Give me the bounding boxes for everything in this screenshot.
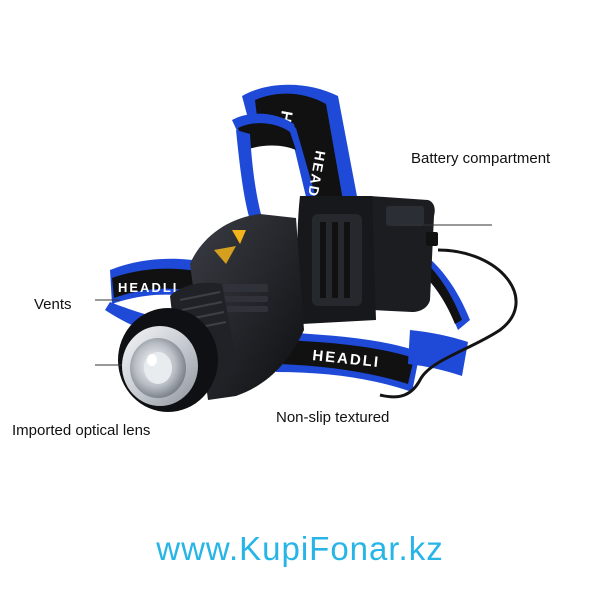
callout-vents: Vents <box>34 296 72 313</box>
callout-battery-compartment: Battery compartment <box>411 150 551 167</box>
mount-plate <box>297 196 376 324</box>
callout-optical-lens: Imported optical lens <box>12 422 151 439</box>
strap-text-right: HEADLI <box>312 347 381 371</box>
site-watermark: www.KupiFonar.kz <box>156 530 444 567</box>
optical-lens <box>118 308 218 412</box>
battery-compartment <box>370 196 438 312</box>
battery-cable <box>379 248 518 399</box>
callout-non-slip: Non-slip textured <box>276 409 390 426</box>
strap-front-right: HEADLI <box>276 330 468 392</box>
strap-text-left: HEADLI <box>118 280 178 295</box>
